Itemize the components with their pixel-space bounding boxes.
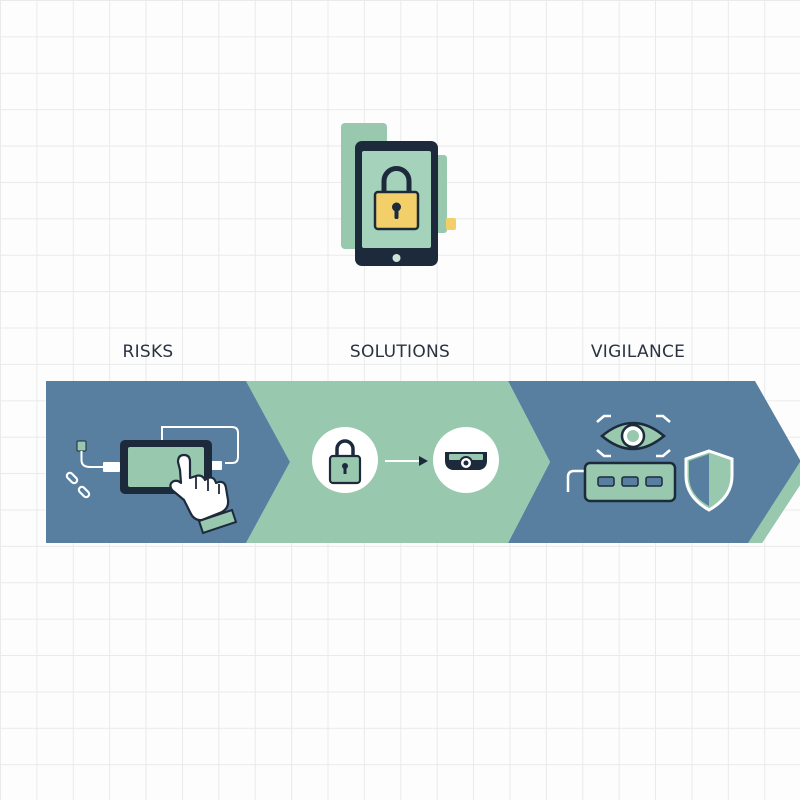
home-button: [392, 254, 401, 262]
scan-brackets-icon: [596, 414, 671, 458]
side-button-shape: [446, 218, 456, 230]
stage-accent-vigilance: [748, 462, 800, 543]
security-camera-icon: [433, 427, 499, 493]
shield-icon: [684, 449, 734, 512]
network-switch-icon: [566, 461, 677, 503]
stage-label-vigilance: VIGILANCE: [590, 342, 686, 362]
padlock-icon: [373, 166, 420, 231]
pointing-hand-icon: [169, 453, 238, 535]
padlock-badge-icon: [312, 427, 378, 493]
process-flow-banner: [46, 381, 800, 543]
arrow-right-icon: [385, 456, 428, 466]
usb-plug-icon: [76, 440, 122, 472]
broken-chain-icon: [65, 471, 91, 499]
eye-icon: [600, 421, 666, 451]
stage-label-solutions: SOLUTIONS: [349, 342, 451, 362]
stage-label-risks: RISKS: [122, 342, 174, 362]
locked-smartphone-icon: [341, 123, 456, 266]
